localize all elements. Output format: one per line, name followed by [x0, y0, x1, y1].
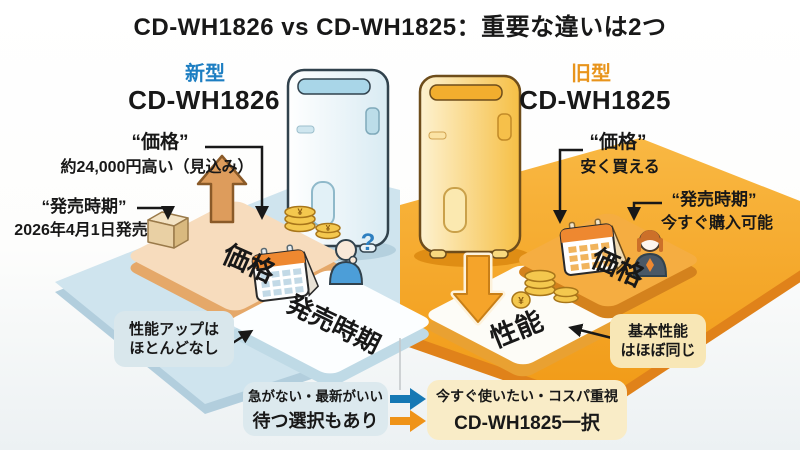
person-icon — [632, 230, 668, 277]
new-release-label: “発売時期” — [41, 197, 127, 216]
coins-icon: ¥ ¥ — [284, 205, 341, 240]
water-tank-icon — [443, 187, 467, 233]
svg-text:¥: ¥ — [326, 224, 331, 233]
person-icon — [328, 239, 364, 285]
old-release-label: “発売時期” — [671, 190, 757, 209]
coins-icon: ¥ — [511, 269, 579, 309]
new-model-badge: 新型 — [185, 63, 225, 85]
down-arrow-icon — [450, 252, 506, 326]
new-performance-note: 性能アップは ほとんどなし — [114, 311, 234, 367]
new-model-name: CD-WH1826 — [128, 85, 280, 115]
up-arrow-icon — [196, 154, 248, 224]
svg-text:¥: ¥ — [518, 296, 524, 307]
calendar-icon — [251, 244, 320, 302]
vent-icon — [297, 78, 371, 95]
orange-arrow-icon — [390, 410, 426, 432]
calendar-icon — [559, 218, 628, 276]
old-price-label: “価格” — [589, 132, 647, 153]
handle-icon — [497, 113, 512, 141]
dehumidifier-old-illustration — [418, 74, 522, 259]
old-model-name: CD-WH1825 — [519, 85, 671, 115]
dehumidifier-new-illustration — [286, 68, 390, 253]
old-performance-note: 基本性能 はほぼ同じ — [610, 314, 706, 368]
buy-now-box: 今すぐ使いたい・コスパ重視 CD-WH1825一択 — [427, 380, 627, 440]
handle-icon — [365, 107, 380, 135]
new-price-detail: 約24,000円高い（見込み） — [60, 159, 254, 176]
new-price-label: “価格” — [131, 132, 189, 153]
new-release-detail: 2026年4月1日発売 — [14, 222, 148, 239]
blue-arrow-icon — [390, 388, 426, 410]
page-title: CD-WH1826 vs CD-WH1825：重要な違いは2つ — [133, 14, 667, 41]
old-release-detail: 今すぐ購入可能 — [660, 215, 774, 232]
svg-text:¥: ¥ — [297, 207, 302, 217]
wait-option-box: 急がない・最新がいい 待つ選択もあり — [243, 382, 388, 436]
box-icon — [147, 211, 189, 249]
question-mark: ? — [361, 229, 376, 256]
vent-icon — [429, 84, 503, 101]
old-price-detail: 安く買える — [580, 159, 660, 176]
leader-lines — [137, 145, 662, 346]
old-model-badge: 旧型 — [571, 63, 611, 85]
